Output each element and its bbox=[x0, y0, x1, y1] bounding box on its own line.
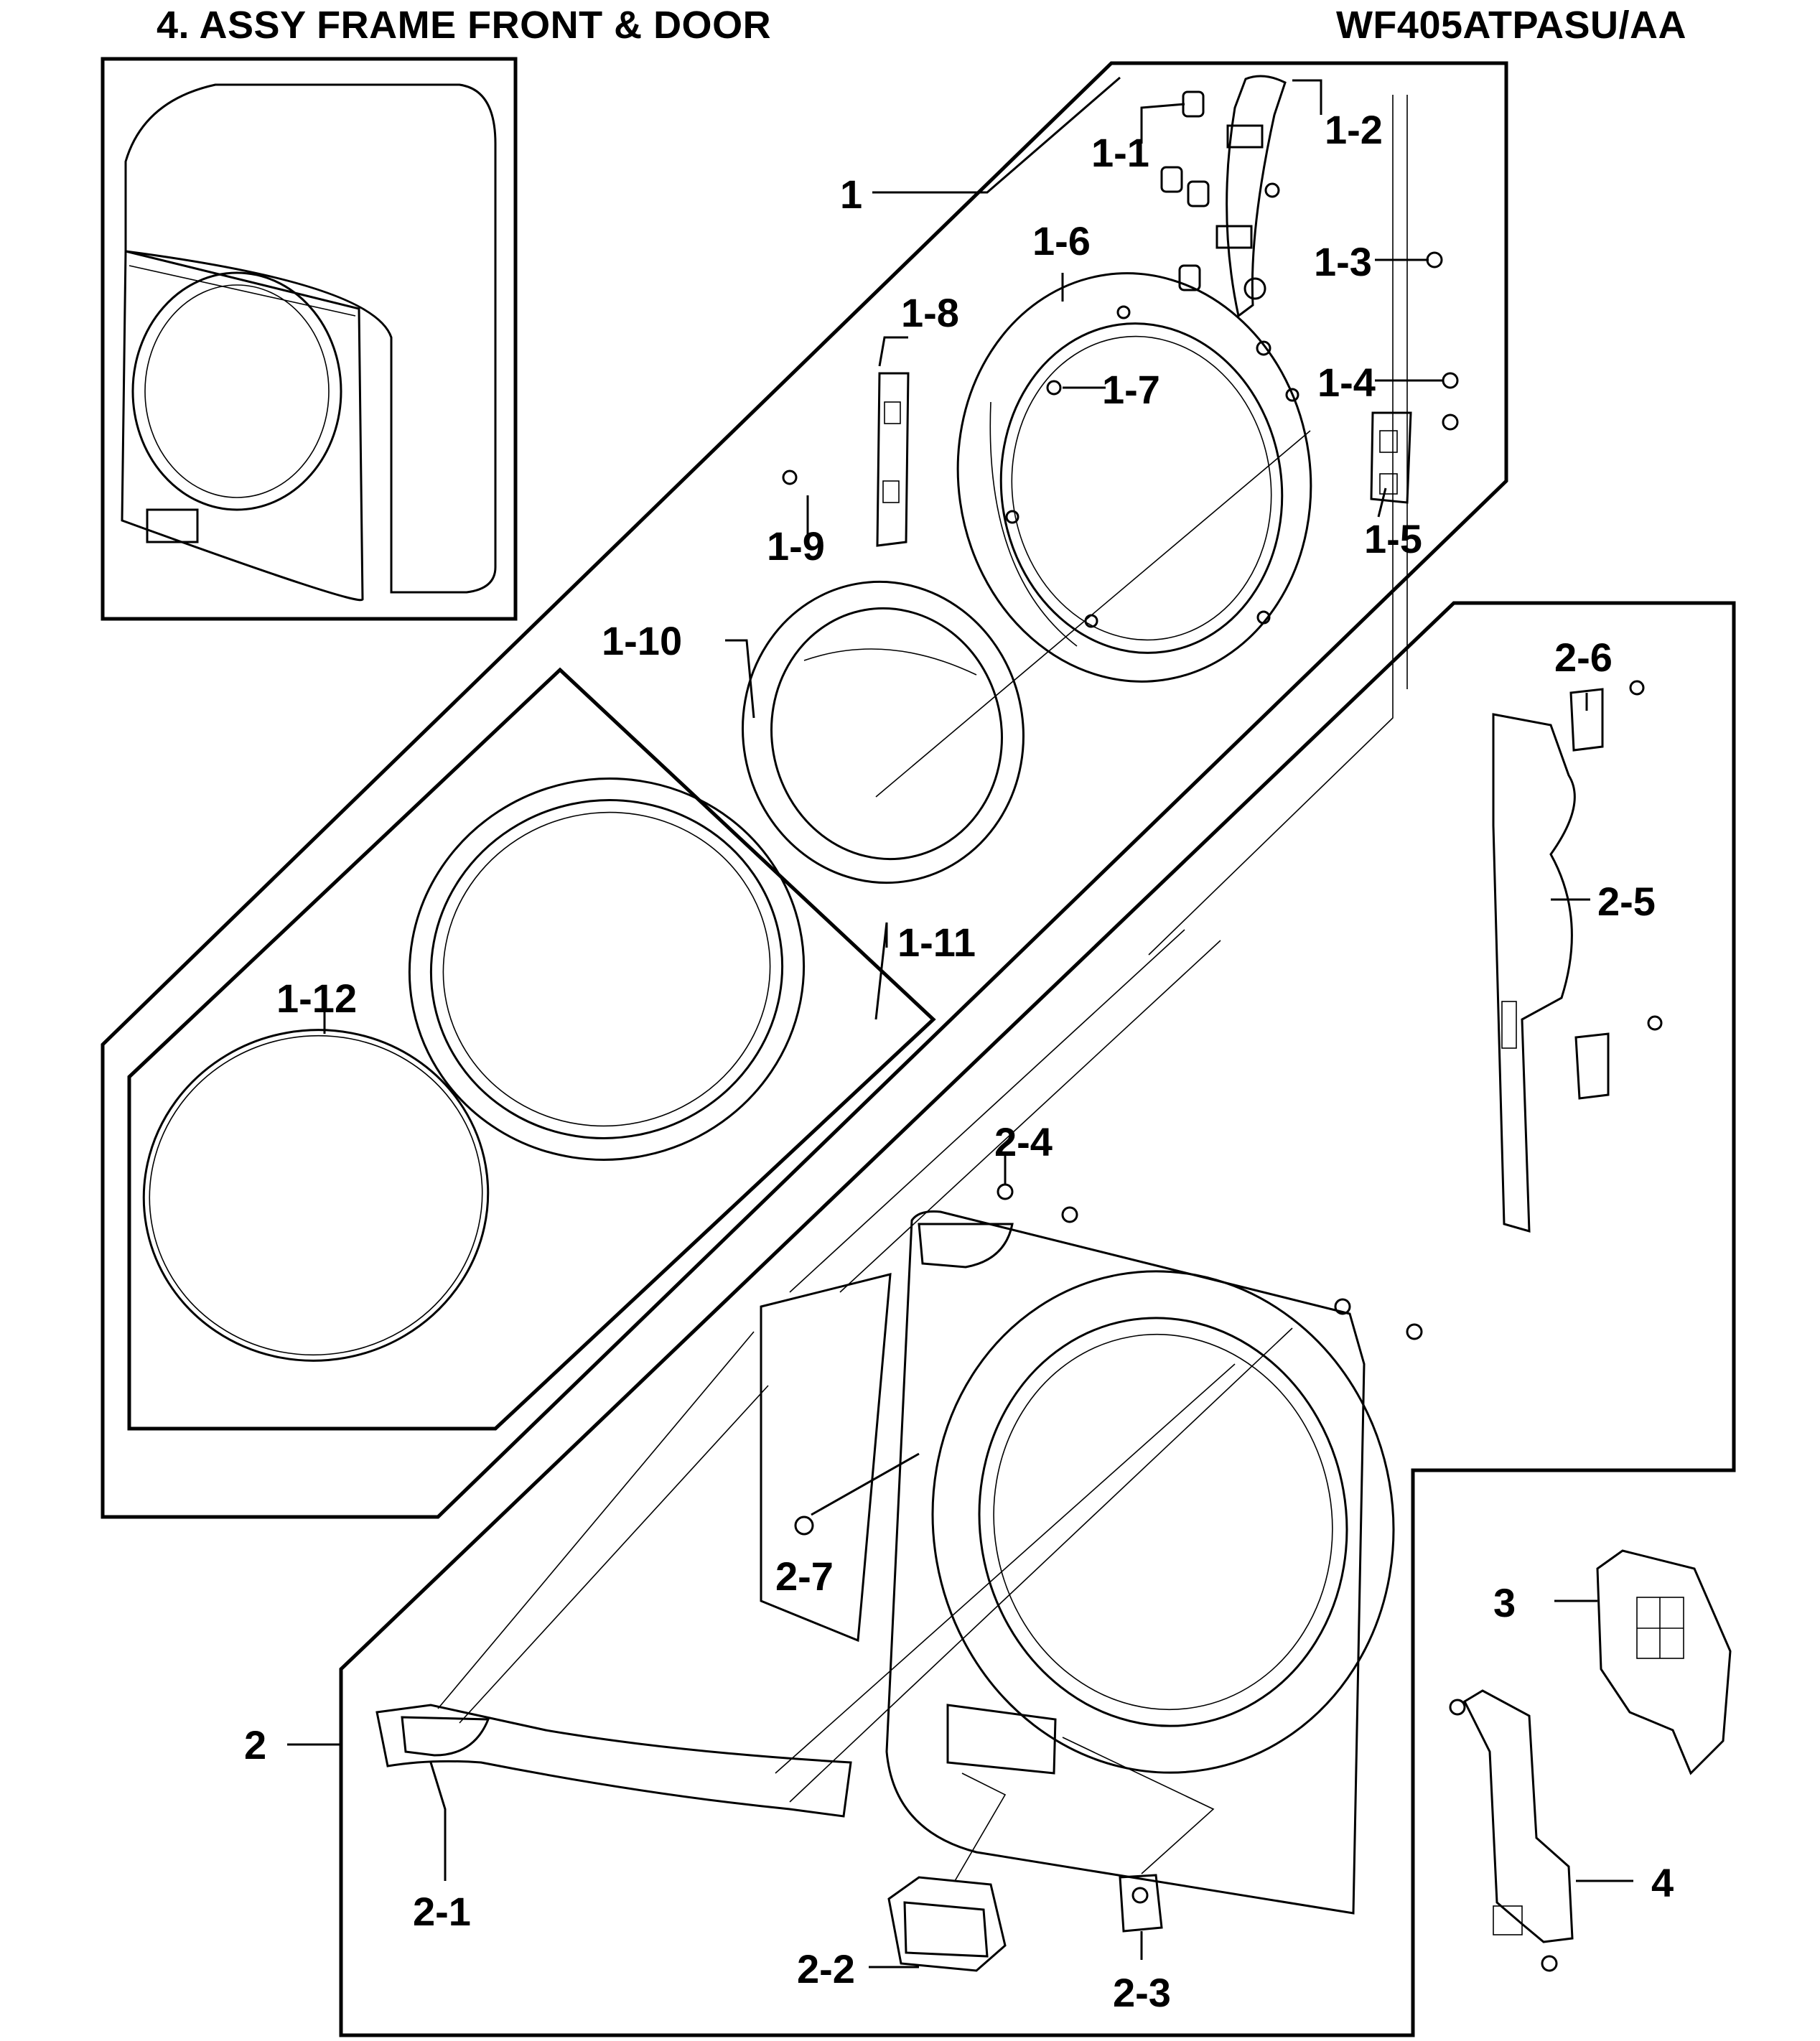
door-lock-bracket-part bbox=[782, 372, 1062, 547]
detergent-bracket-part bbox=[946, 1704, 1057, 1775]
callout-2-6: 2-6 bbox=[1554, 635, 1613, 680]
callout-1-8: 1-8 bbox=[901, 290, 959, 335]
door-diaphragm-part bbox=[742, 580, 1025, 884]
callout-1-1: 1-1 bbox=[1091, 130, 1149, 175]
callout-1-9: 1-9 bbox=[767, 523, 825, 569]
callout-1-6: 1-6 bbox=[1032, 218, 1091, 263]
alignment-lines bbox=[437, 95, 1408, 1882]
callout-2-1: 2-1 bbox=[413, 1889, 471, 1934]
cover-frame-part bbox=[375, 1704, 852, 1818]
door-hinge-part bbox=[1215, 75, 1287, 318]
callout-2-5: 2-5 bbox=[1597, 879, 1656, 924]
pcb-bracket-part bbox=[1449, 1689, 1574, 1972]
callout-2-3: 2-3 bbox=[1113, 1970, 1171, 2015]
leader-lines bbox=[287, 76, 1633, 1968]
callout-2-4: 2-4 bbox=[994, 1119, 1053, 1164]
frame-clips bbox=[1569, 680, 1663, 1100]
callout-1-5: 1-5 bbox=[1364, 516, 1422, 561]
door-hook-part bbox=[1119, 1874, 1163, 1933]
callout-1-3: 1-3 bbox=[1314, 239, 1372, 284]
pcb-cover-part bbox=[1596, 1549, 1732, 1775]
callout-1: 1 bbox=[840, 172, 862, 217]
callout-2-7: 2-7 bbox=[775, 1554, 834, 1599]
callout-1-4: 1-4 bbox=[1317, 360, 1376, 405]
model-number: WF405ATPASU/AA bbox=[1335, 4, 1686, 47]
callout-1-12: 1-12 bbox=[276, 976, 357, 1021]
callout-2-2: 2-2 bbox=[797, 1946, 855, 1991]
callout-3: 3 bbox=[1493, 1580, 1516, 1625]
frame-front-panel-part bbox=[885, 1210, 1395, 1915]
callout-1-10: 1-10 bbox=[602, 618, 682, 663]
switch-housing-part bbox=[887, 1876, 1007, 1972]
callout-1-2: 1-2 bbox=[1325, 107, 1383, 152]
frame-reinforcement-part bbox=[1492, 713, 1576, 1233]
door-glass-frame bbox=[127, 667, 936, 1431]
frame-screws bbox=[794, 1183, 1423, 1536]
door-glass-bezel-part bbox=[408, 777, 806, 1161]
door-cover-part bbox=[142, 1029, 490, 1362]
callout-1-7: 1-7 bbox=[1102, 367, 1160, 412]
frame-front-assembly-frame bbox=[339, 601, 1736, 2037]
assembled-view-frame bbox=[101, 57, 518, 621]
callout-2: 2 bbox=[244, 1722, 266, 1767]
door-strike-part bbox=[1370, 411, 1412, 504]
frame-side-panel-outline bbox=[760, 1273, 892, 1643]
callout-4: 4 bbox=[1651, 1860, 1674, 1905]
door-frame-ring-part bbox=[956, 272, 1312, 683]
hinge-pins bbox=[1160, 90, 1210, 291]
callout-1-11: 1-11 bbox=[897, 920, 976, 965]
assembled-washer-illustration bbox=[121, 83, 497, 602]
section-title: 4. ASSY FRAME FRONT & DOOR bbox=[157, 4, 772, 47]
door-assembly-frame bbox=[101, 61, 1508, 1519]
